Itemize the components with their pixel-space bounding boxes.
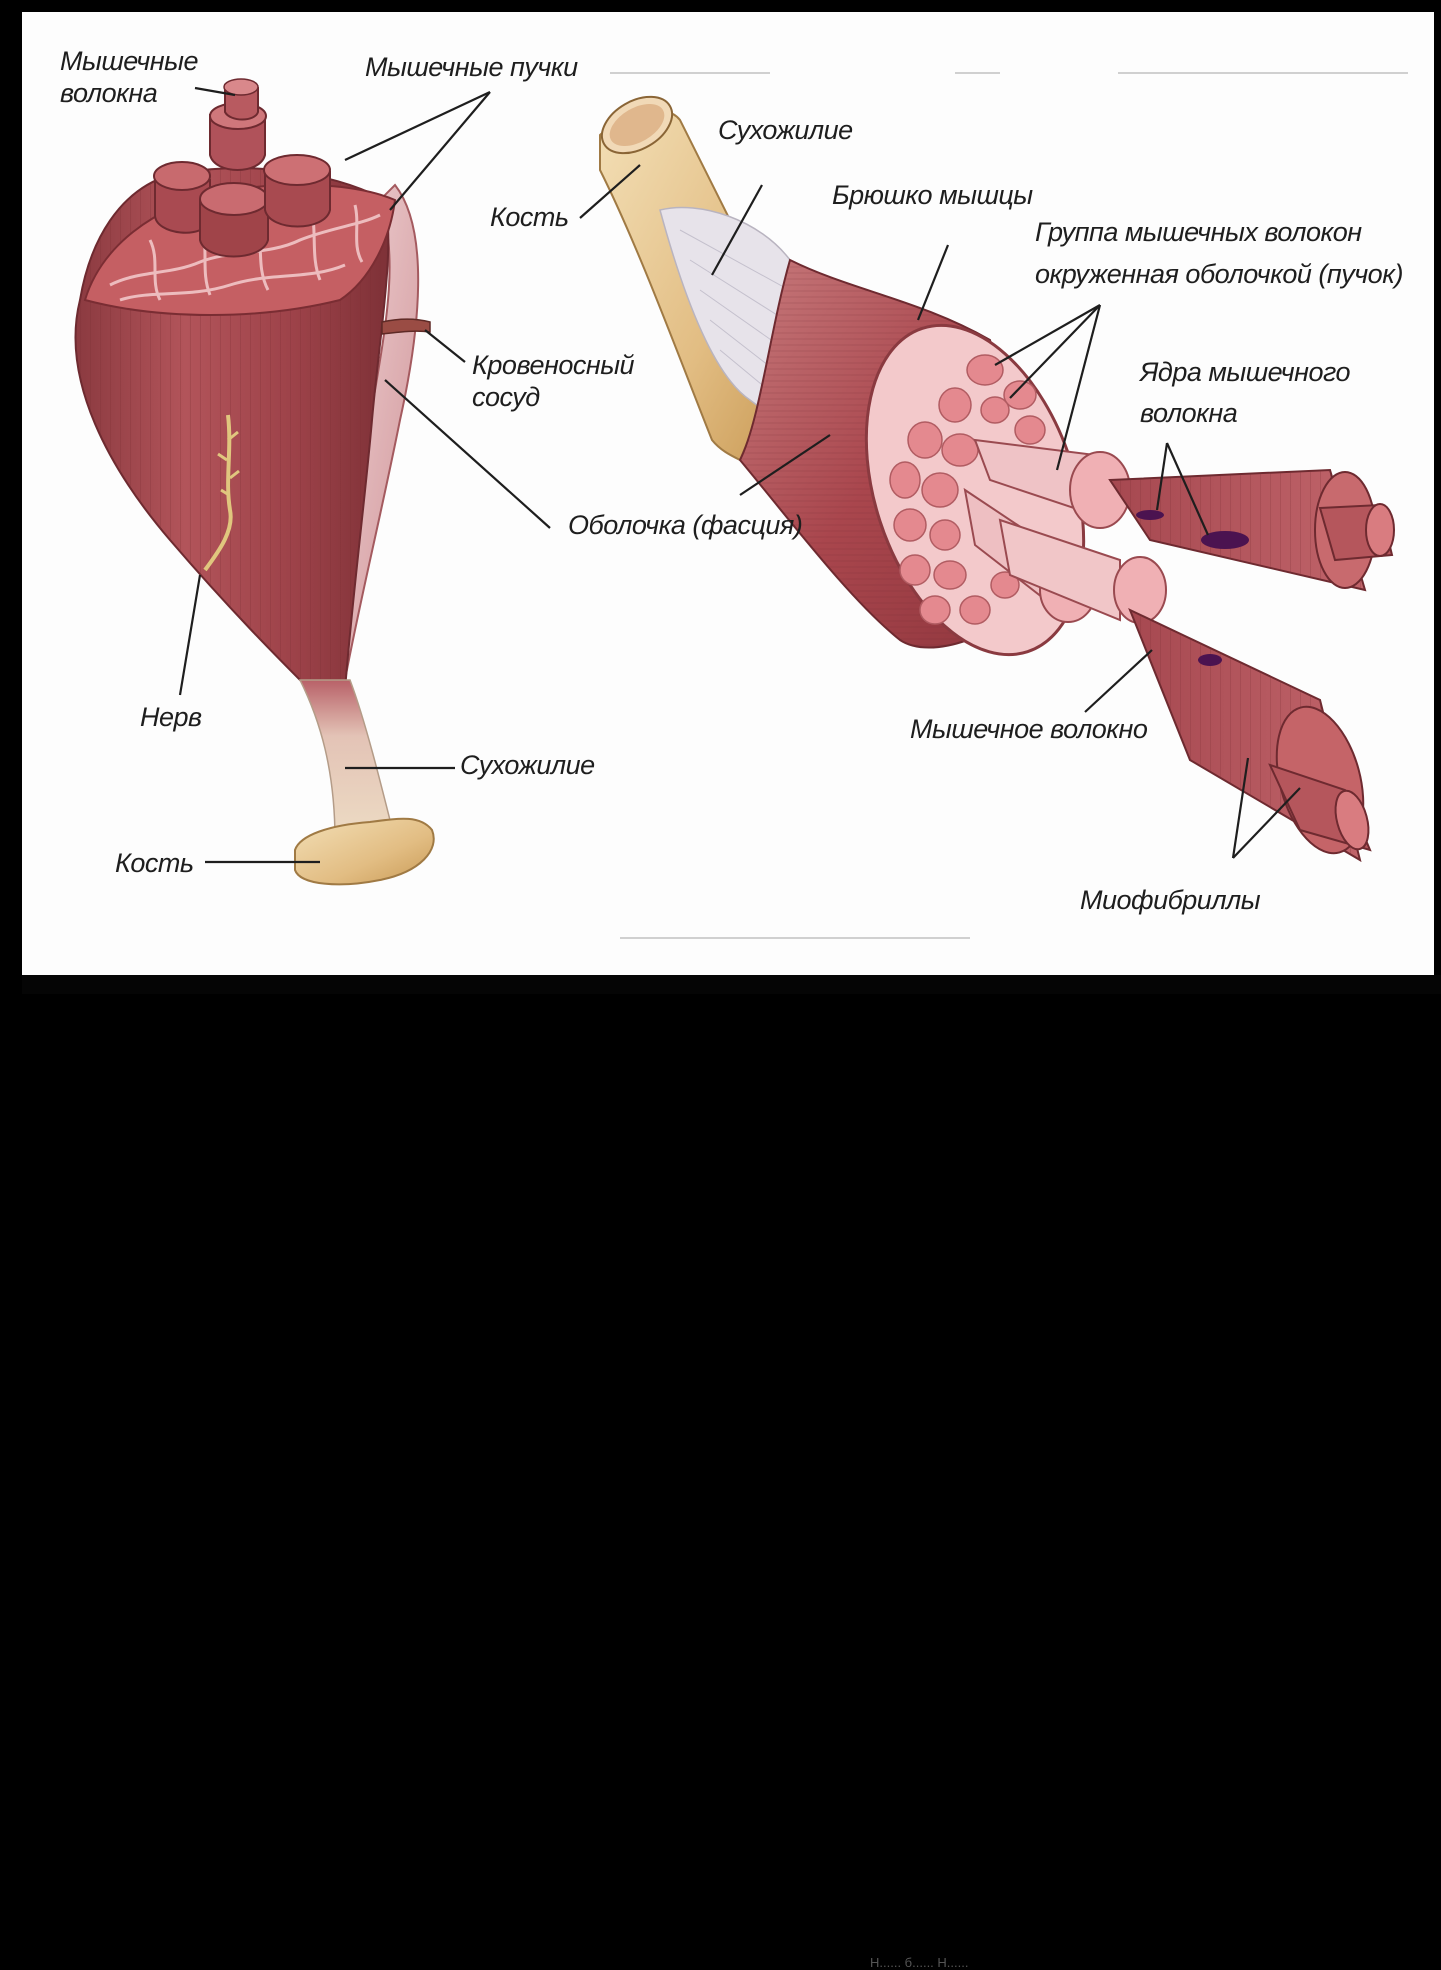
label-tendon-right: Сухожилие: [718, 115, 853, 147]
lower-muscle-fiber: [1130, 610, 1378, 863]
left-whole-muscle: [76, 79, 434, 884]
label-fascia: Оболочка (фасция): [568, 510, 802, 542]
nucleus: [1136, 510, 1164, 520]
left-blood-vessel: [382, 319, 430, 334]
label-bone-left: Кость: [115, 848, 194, 880]
label-tendon-left: Сухожилие: [460, 750, 595, 782]
label-nerve: Нерв: [140, 702, 202, 734]
left-black-edge: [0, 0, 22, 994]
label-muscle-belly: Брюшко мышцы: [832, 180, 1033, 212]
label-blood-vessel: Кровеносный сосуд: [472, 350, 634, 414]
label-muscle-bundles: Мышечные пучки: [365, 52, 578, 84]
label-muscle-fiber: Мышечное волокно: [910, 714, 1147, 746]
left-bone: [295, 819, 434, 885]
label-fiber-group: Группа мышечных волокон окруженная оболо…: [1035, 212, 1403, 296]
footer-text: Н...... б...... Н......: [870, 1955, 968, 1970]
left-tendon: [300, 680, 395, 840]
label-myofibrils: Миофибриллы: [1080, 885, 1260, 917]
muscle-anatomy-illustration: [0, 0, 1441, 994]
nucleus: [1198, 654, 1222, 666]
label-fiber-nuclei: Ядра мышечного волокна: [1140, 352, 1350, 433]
label-bone-right: Кость: [490, 202, 569, 234]
label-muscle-fibers: Мышечные волокна: [60, 46, 198, 110]
